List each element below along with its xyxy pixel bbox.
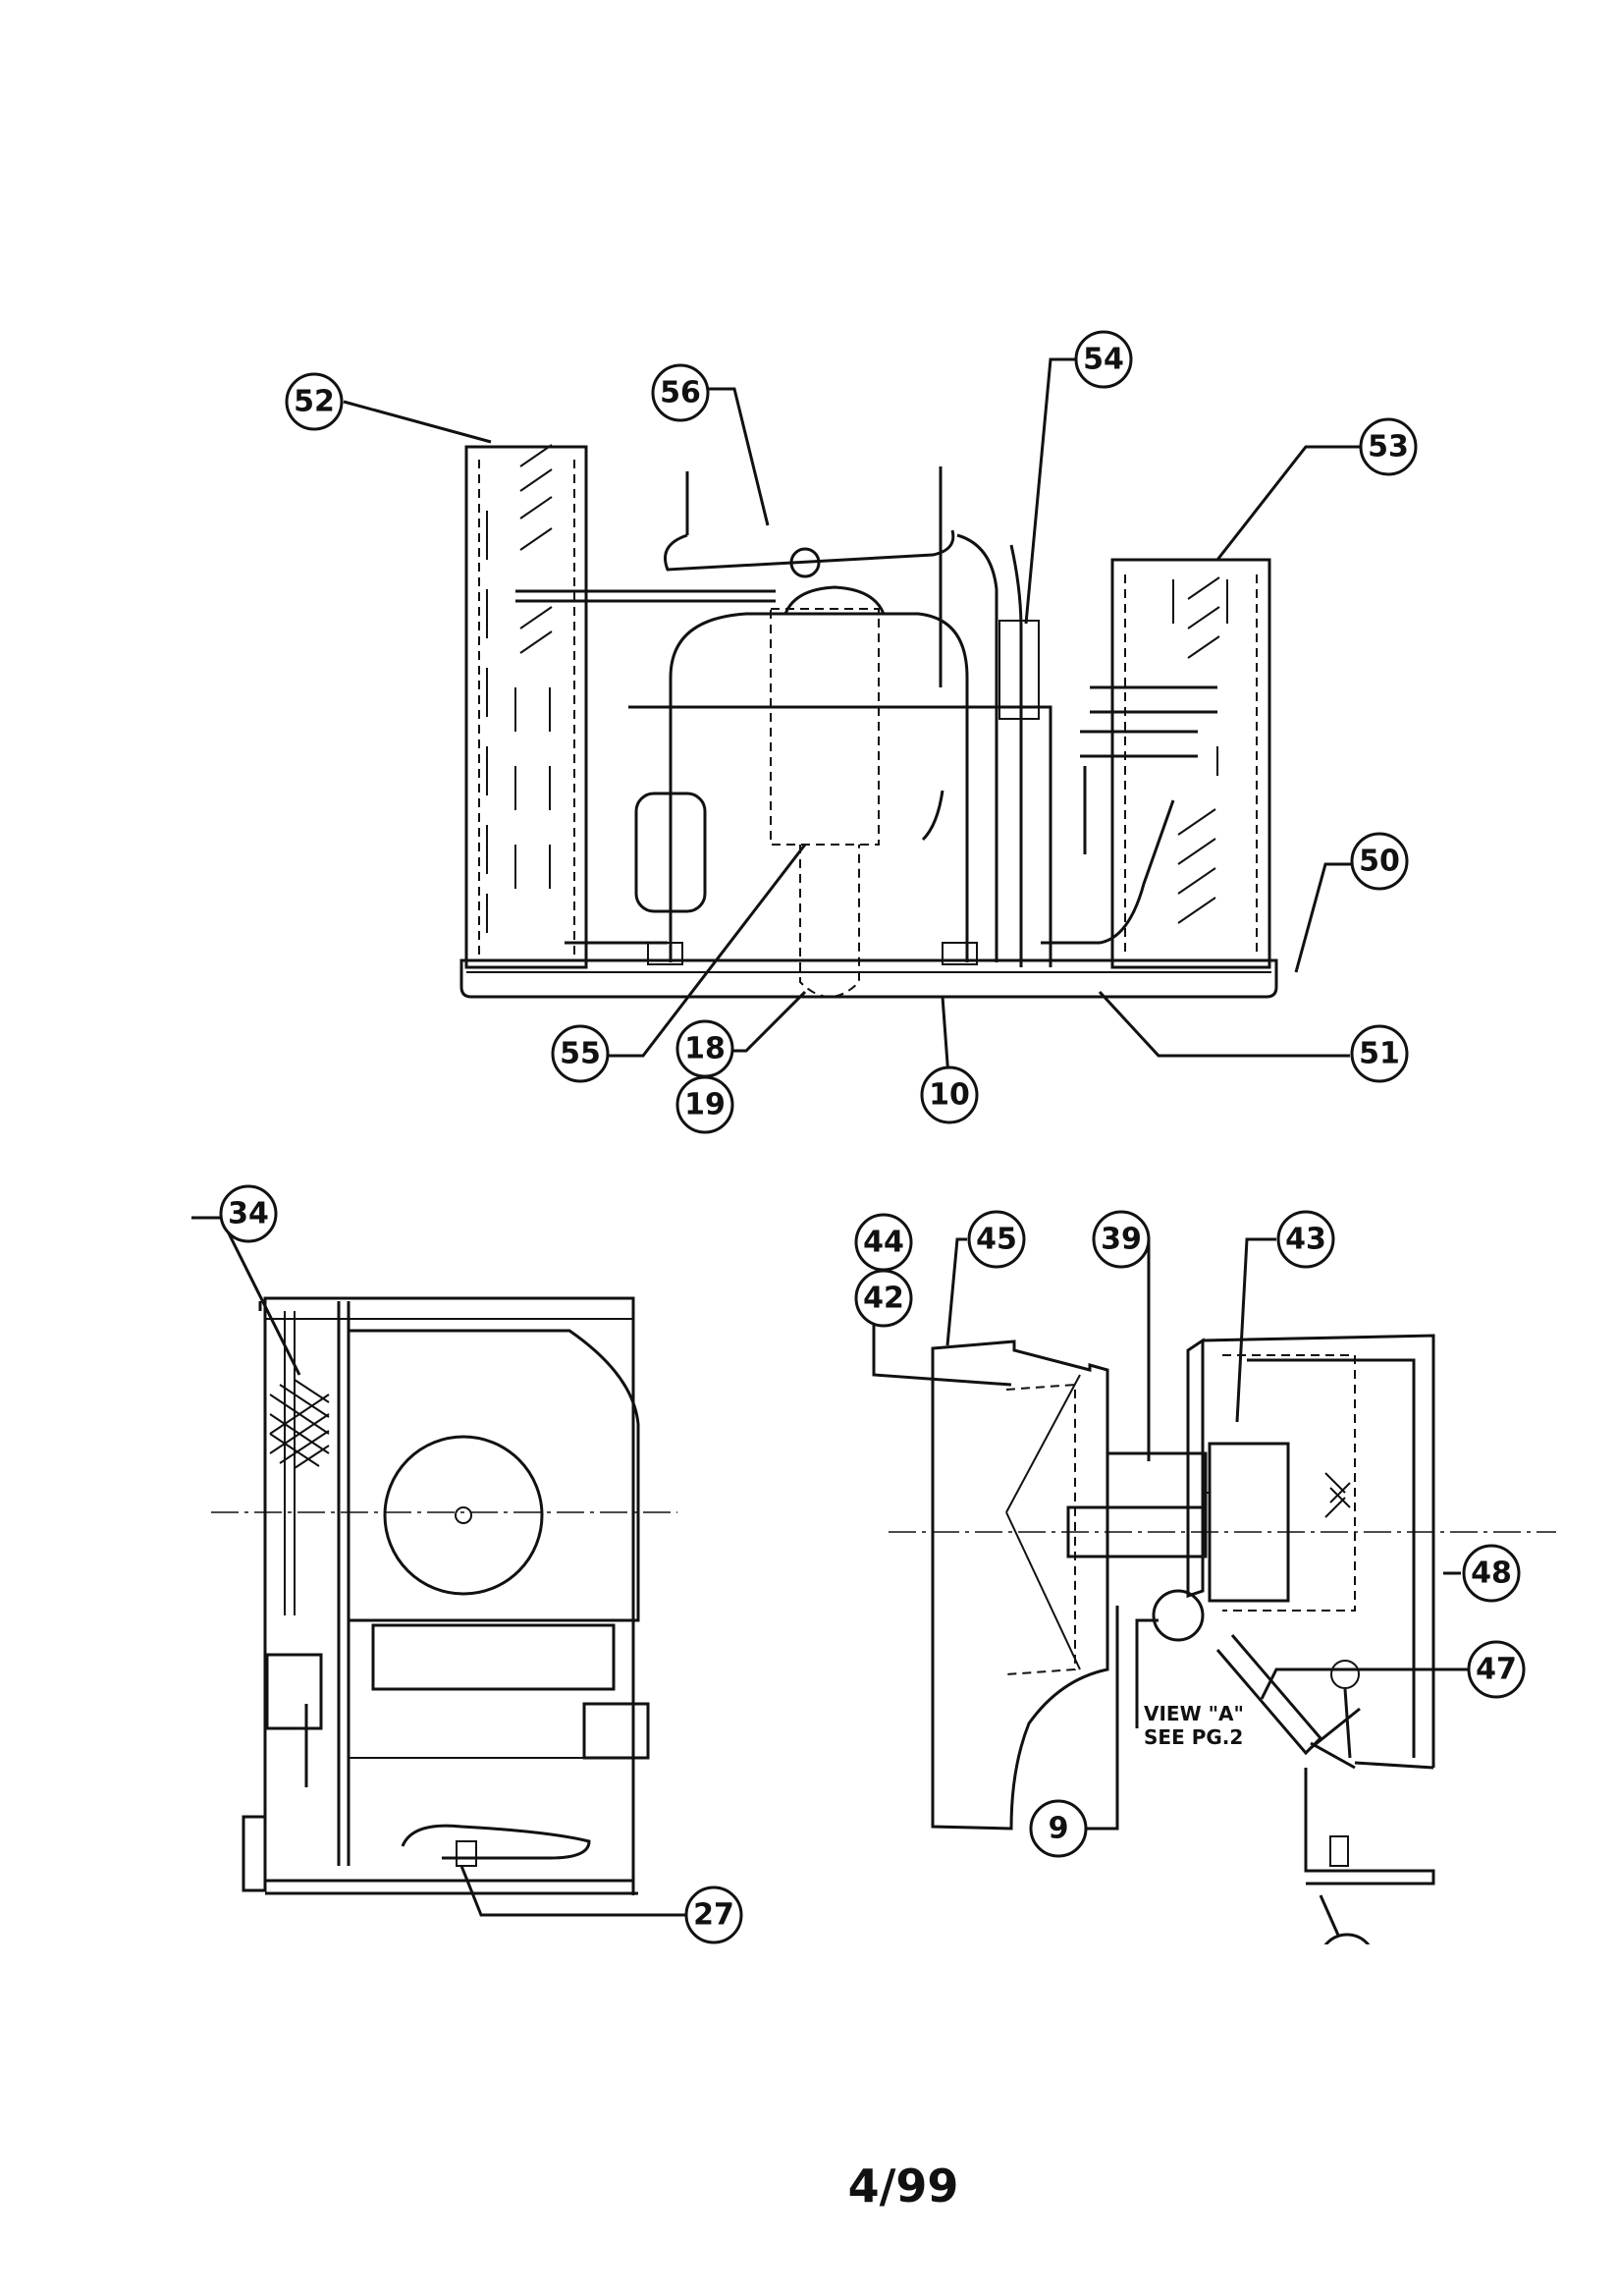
svg-text:19: 19 <box>684 1088 726 1122</box>
svg-text:51: 51 <box>1359 1037 1400 1071</box>
callout-48: 48 <box>1462 1544 1521 1603</box>
svg-text:54: 54 <box>1083 343 1124 377</box>
svg-text:56: 56 <box>660 376 701 410</box>
callout-43: 43 <box>1276 1210 1335 1269</box>
left-bracket <box>464 444 588 969</box>
base-pan <box>459 958 1278 999</box>
svg-text:55: 55 <box>560 1037 601 1071</box>
svg-text:48: 48 <box>1471 1557 1512 1591</box>
svg-text:50: 50 <box>1359 845 1400 879</box>
callout-52: 52 <box>285 372 344 431</box>
callout-9: 9 <box>1029 1799 1088 1858</box>
svg-text:9: 9 <box>1049 1812 1069 1846</box>
callout-44: 44 <box>854 1213 913 1272</box>
page-number: 4/99 <box>848 2159 959 2213</box>
compressor <box>634 585 978 998</box>
fan-motor-view <box>889 1334 1556 1886</box>
callout-55: 55 <box>551 1024 610 1083</box>
svg-text:18: 18 <box>684 1032 726 1066</box>
view-a-note: VIEW "A" SEE PG.2 <box>1144 1702 1244 1749</box>
callout-45: 45 <box>967 1210 1026 1269</box>
callout-56: 56 <box>651 363 710 422</box>
callout-34: 34 <box>219 1184 278 1243</box>
filter-grille <box>269 1379 330 1469</box>
svg-text:10: 10 <box>929 1078 970 1113</box>
callout-27: 27 <box>684 1886 743 1944</box>
svg-text:44: 44 <box>863 1226 904 1260</box>
chassis-side-view <box>211 1296 677 1895</box>
svg-text:VIEW "A": VIEW "A" <box>1144 1702 1244 1725</box>
refrigerant-tubing <box>515 466 1217 967</box>
svg-text:39: 39 <box>1101 1223 1142 1257</box>
callout-10: 10 <box>920 1066 979 1124</box>
callout-47: 47 <box>1467 1640 1526 1699</box>
callout-18: 18 <box>675 1019 734 1078</box>
callout-42: 42 <box>854 1269 913 1328</box>
callout-54: 54 <box>1074 330 1133 389</box>
svg-text:SEE PG.2: SEE PG.2 <box>1144 1725 1243 1749</box>
svg-text:43: 43 <box>1285 1223 1326 1257</box>
callout-19: 19 <box>675 1075 734 1134</box>
right-bracket <box>1110 558 1271 969</box>
callout-53: 53 <box>1359 417 1418 476</box>
compressor-assembly-view <box>459 444 1278 999</box>
svg-text:52: 52 <box>294 385 335 419</box>
svg-text:47: 47 <box>1476 1653 1517 1687</box>
callout-39: 39 <box>1092 1210 1151 1269</box>
leader-lines <box>191 357 1468 1941</box>
svg-text:27: 27 <box>693 1898 734 1933</box>
svg-text:53: 53 <box>1368 430 1409 465</box>
svg-text:34: 34 <box>228 1197 269 1231</box>
svg-text:42: 42 <box>863 1282 904 1316</box>
svg-text:45: 45 <box>976 1223 1017 1257</box>
callout-50: 50 <box>1350 832 1409 891</box>
callout-51: 51 <box>1350 1024 1409 1083</box>
